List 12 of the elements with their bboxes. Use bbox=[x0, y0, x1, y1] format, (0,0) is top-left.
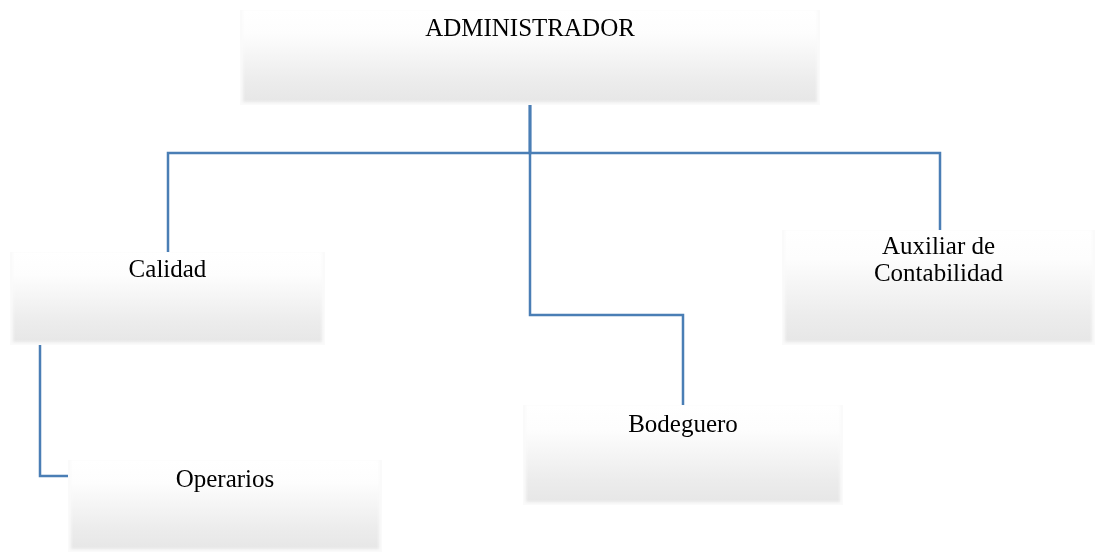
connector-line bbox=[38, 345, 68, 478]
role-label: Bodeguero bbox=[628, 410, 738, 437]
org-box bbox=[523, 405, 843, 505]
org-box bbox=[782, 230, 1095, 345]
connector-line bbox=[528, 105, 942, 230]
org-box bbox=[10, 252, 325, 345]
role-label: ADMINISTRADOR bbox=[425, 14, 635, 41]
org-box bbox=[240, 10, 820, 105]
role-label: Operarios bbox=[175, 465, 275, 492]
role-label: Auxiliar de Contabilidad bbox=[872, 232, 1005, 286]
role-label: Calidad bbox=[128, 255, 207, 282]
org-box bbox=[68, 460, 382, 552]
